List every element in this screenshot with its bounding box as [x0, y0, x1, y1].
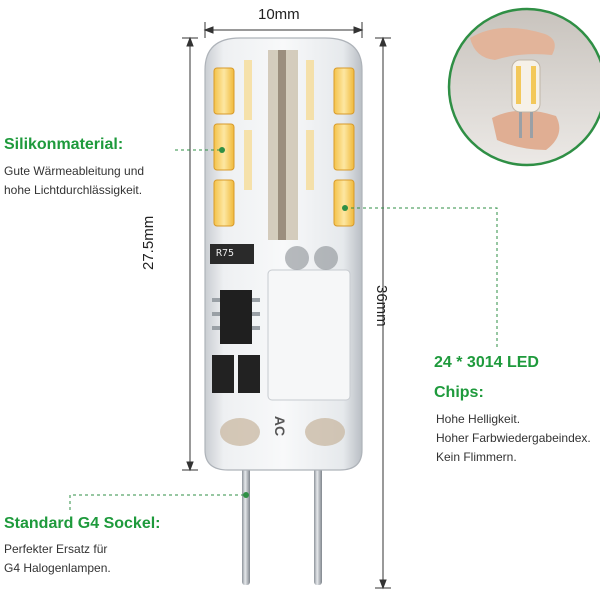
ac-marking: AC [272, 415, 289, 437]
body-height-dimension [182, 36, 198, 472]
chips-callout-title: 24 * 3014 LED [434, 354, 539, 371]
chips-line-3: Kein Flimmern. [436, 450, 517, 464]
total-height-dimension [375, 36, 391, 590]
resistor [210, 244, 254, 264]
body-height-label: 27.5mm [140, 215, 157, 270]
resistor-marking: R75 [216, 248, 235, 259]
ic-chip [212, 290, 260, 344]
g4-pins [242, 455, 322, 585]
inset-hand-photo [447, 7, 600, 167]
material-line-2: hohe Lichtdurchlässigkeit. [4, 183, 143, 197]
width-dimension [203, 22, 364, 38]
chips-callout-text: Hohe Helligkeit. Hoher Farbwiedergabeind… [436, 410, 591, 467]
capacitor [267, 269, 351, 401]
diode-left [212, 355, 234, 393]
diode-right [238, 355, 260, 393]
socket-line-2: G4 Halogenlampen. [4, 561, 111, 575]
base-pads [220, 418, 345, 446]
socket-callout-title: Standard G4 Sockel: [4, 515, 161, 532]
total-height-label: 36mm [373, 285, 390, 327]
width-label: 10mm [258, 6, 300, 23]
chips-line-2: Hoher Farbwiedergabeindex. [436, 431, 591, 445]
led-chips [213, 60, 355, 227]
chips-callout-subtitle: Chips: [434, 384, 484, 401]
socket-callout-text: Perfekter Ersatz für G4 Halogenlampen. [4, 540, 111, 578]
socket-line-1: Perfekter Ersatz für [4, 542, 108, 556]
material-callout-text: Gute Wärmeableitung und hohe Lichtdurchl… [4, 162, 144, 200]
material-line-1: Gute Wärmeableitung und [4, 164, 145, 178]
chips-line-1: Hohe Helligkeit. [436, 412, 521, 426]
socket-callout-line [69, 494, 246, 510]
chips-callout-line [345, 207, 498, 350]
material-callout-title: Silikonmaterial: [4, 136, 124, 153]
